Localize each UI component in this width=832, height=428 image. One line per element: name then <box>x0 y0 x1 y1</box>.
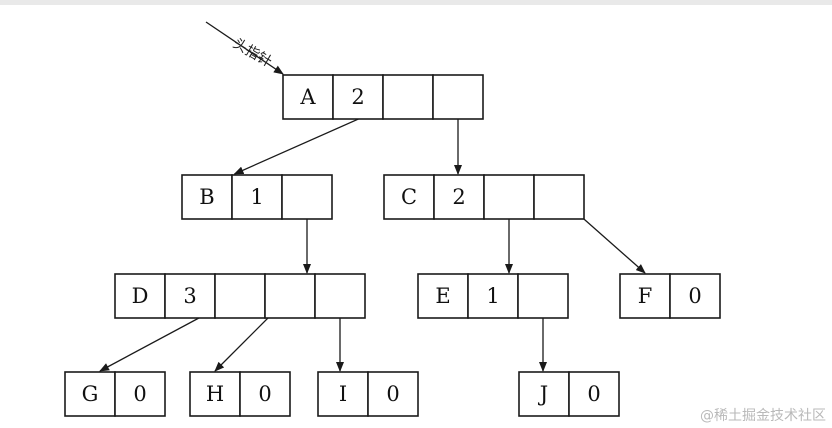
node-data-cell <box>383 174 435 220</box>
node-label: D <box>132 284 149 308</box>
node-degree: 3 <box>183 284 196 308</box>
node-degree: 0 <box>258 382 271 406</box>
node-degree: 0 <box>133 382 146 406</box>
node-degree: 0 <box>386 382 399 406</box>
node-child-pointer-cell <box>382 74 434 120</box>
node-data-cell <box>317 371 369 417</box>
node-label: E <box>435 284 450 308</box>
node-label: J <box>538 382 548 406</box>
node-data-cell <box>64 371 116 417</box>
node-label: I <box>339 382 347 406</box>
node-degree-cell <box>433 174 485 220</box>
node-child-pointer-cell <box>533 174 585 220</box>
node-label: F <box>638 284 653 308</box>
node-degree: 2 <box>452 185 465 209</box>
node-label: A <box>299 85 316 109</box>
node-child-pointer-cell <box>314 273 366 319</box>
watermark-text: @稀土掘金技术社区 <box>700 408 826 424</box>
node-degree-cell <box>669 273 721 319</box>
node-label: G <box>82 382 99 406</box>
node-degree: 0 <box>587 382 600 406</box>
node-child-pointer-cell <box>214 273 266 319</box>
node-degree-cell <box>332 74 384 120</box>
head-pointer-arrow <box>205 21 284 75</box>
head-pointer: 头指针 <box>205 21 284 75</box>
node-degree: 0 <box>688 284 701 308</box>
edges-layer <box>99 96 646 372</box>
node-data-cell <box>619 273 671 319</box>
node-degree-cell <box>239 371 291 417</box>
node-child-pointer-cell <box>483 174 535 220</box>
node-data-cell <box>189 371 241 417</box>
node-child-pointer-cell <box>517 273 569 319</box>
node-data-cell <box>114 273 166 319</box>
node-label: C <box>401 185 417 209</box>
node-degree: 1 <box>250 185 263 209</box>
node-label: B <box>199 185 214 209</box>
node-degree: 1 <box>486 284 499 308</box>
node-degree-cell <box>367 371 419 417</box>
node-child-pointer-cell <box>264 273 316 319</box>
node-data-cell <box>417 273 469 319</box>
node-child-pointer-cell <box>281 174 333 220</box>
node-degree-cell <box>114 371 166 417</box>
node-label: H <box>206 382 224 406</box>
head-pointer-label: 头指针 <box>230 36 274 71</box>
node-degree-cell <box>231 174 283 220</box>
cropped-caption-strip <box>0 0 832 5</box>
node-data-cell <box>181 174 233 220</box>
node-degree: 2 <box>351 85 364 109</box>
node-degree-cell <box>568 371 620 417</box>
node-degree-cell <box>467 273 519 319</box>
node-child-pointer-cell <box>432 74 484 120</box>
